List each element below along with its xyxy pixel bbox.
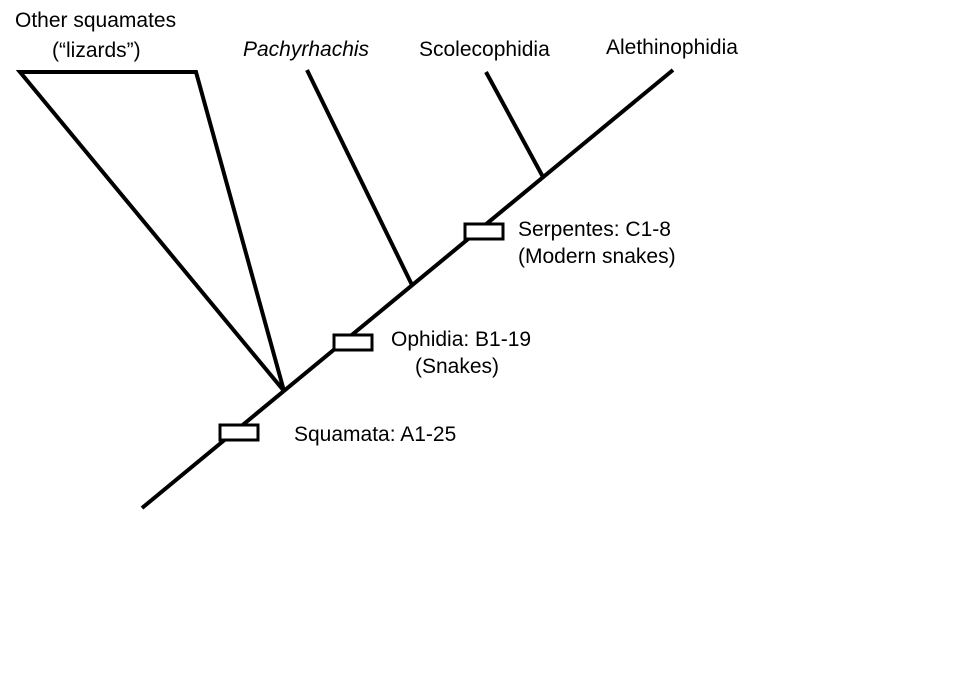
scolecophidia-label: Scolecophidia [419, 38, 550, 61]
ophidia-node-sublabel: (Snakes) [415, 355, 499, 378]
serpentes-marker [463, 222, 505, 241]
alethinophidia-label: Alethinophidia [606, 36, 738, 59]
pachyrhachis-branch [305, 69, 414, 286]
squamata-marker [218, 423, 260, 442]
ophidia-node-label: Ophidia: B1-19 [391, 328, 531, 351]
serpentes-node-sublabel: (Modern snakes) [518, 245, 676, 268]
serpentes-node-label: Serpentes: C1-8 [518, 218, 671, 241]
other-squamates-triangle [15, 70, 286, 393]
other-squamates-label: Other squamates [15, 9, 176, 32]
scolecophidia-branch [484, 71, 545, 178]
squamata-node-label: Squamata: A1-25 [294, 423, 456, 446]
ophidia-marker [332, 333, 374, 352]
pachyrhachis-label: Pachyrhachis [243, 38, 370, 61]
other-squamates-sublabel: (“lizards”) [52, 39, 141, 62]
